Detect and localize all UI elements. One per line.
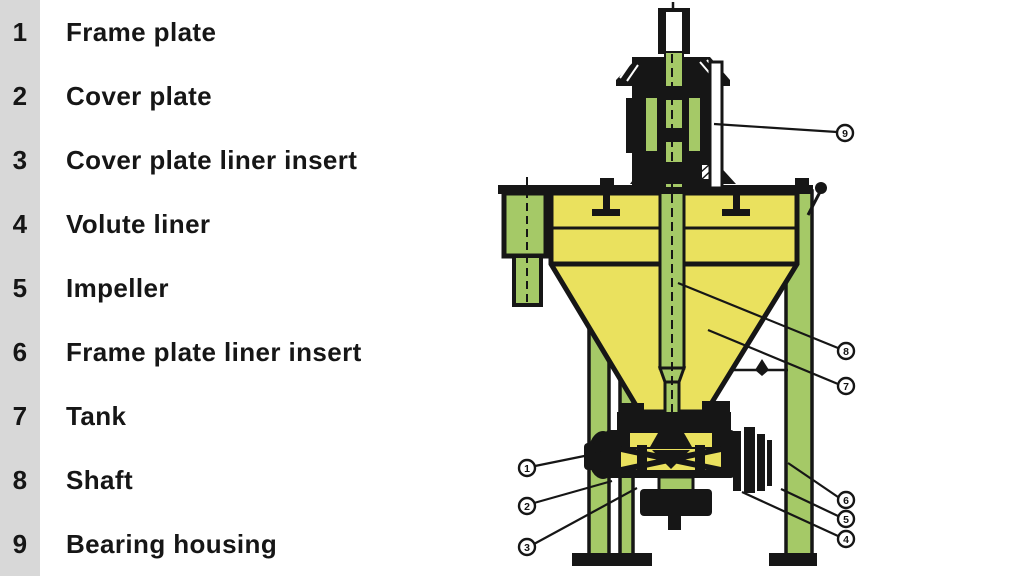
callout-number: 5 xyxy=(843,514,849,526)
part-number: 8 xyxy=(12,464,28,495)
inlet-post xyxy=(501,177,549,307)
parts-list: 1 Frame plate 2 Cover plate 3 Cover plat… xyxy=(0,0,480,576)
casing-top-flange xyxy=(617,412,731,430)
foot-left xyxy=(572,553,652,566)
part-row: 1 Frame plate xyxy=(0,0,480,64)
part-number: 5 xyxy=(12,272,28,303)
callout-3: 3 xyxy=(517,487,638,557)
callout-number: 6 xyxy=(843,495,849,507)
part-number: 7 xyxy=(12,400,28,431)
callout-number: 7 xyxy=(843,381,849,393)
part-number: 2 xyxy=(12,80,28,111)
suction-nub xyxy=(584,443,596,470)
pump-casing xyxy=(584,401,772,530)
part-row: 4 Volute liner xyxy=(0,192,480,256)
part-row: 2 Cover plate xyxy=(0,64,480,128)
drain-valve xyxy=(726,359,788,376)
callout-number: 1 xyxy=(524,463,530,475)
callout-4: 4 xyxy=(741,491,856,549)
hook-icon xyxy=(815,182,827,194)
part-label: Tank xyxy=(66,400,127,431)
bearing-right-stripe xyxy=(687,96,702,153)
part-label: Shaft xyxy=(66,464,133,495)
callout-number: 3 xyxy=(524,542,530,554)
callout-number: 9 xyxy=(842,128,848,140)
callout-6: 6 xyxy=(787,462,856,510)
part-row: 5 Impeller xyxy=(0,256,480,320)
part-row: 3 Cover plate liner insert xyxy=(0,128,480,192)
callouts: 1 2 3 4 5 xyxy=(517,122,856,557)
part-label: Cover plate liner insert xyxy=(66,144,358,175)
part-number: 3 xyxy=(12,144,28,175)
bearing-left-stripe xyxy=(644,96,659,153)
part-number: 1 xyxy=(12,16,28,47)
top-bar xyxy=(498,185,813,194)
callout-1: 1 xyxy=(517,450,605,478)
part-label: Volute liner xyxy=(66,208,211,239)
callout-5: 5 xyxy=(780,488,856,529)
bearing-housing xyxy=(616,2,736,190)
foot-right xyxy=(769,553,817,566)
part-row: 8 Shaft xyxy=(0,448,480,512)
callout-7: 7 xyxy=(707,328,856,396)
discharge-flange xyxy=(733,427,772,493)
part-number: 4 xyxy=(12,208,28,239)
part-number: 9 xyxy=(12,528,28,559)
part-label: Bearing housing xyxy=(66,528,278,559)
part-number: 6 xyxy=(12,336,28,367)
part-row: 9 Bearing housing xyxy=(0,512,480,576)
part-label: Cover plate xyxy=(66,80,213,111)
callout-8: 8 xyxy=(677,281,856,361)
part-row: 6 Frame plate liner insert xyxy=(0,320,480,384)
callout-2: 2 xyxy=(517,479,613,516)
callout-number: 2 xyxy=(524,501,530,513)
parts-number-strip xyxy=(0,0,40,576)
callout-number: 8 xyxy=(843,346,849,358)
part-label: Frame plate liner insert xyxy=(66,336,362,367)
top-frame xyxy=(498,178,827,216)
casing-pedestal xyxy=(640,489,712,516)
frame-feet xyxy=(572,553,817,566)
part-label: Frame plate xyxy=(66,16,217,47)
part-row: 7 Tank xyxy=(0,384,480,448)
part-label: Impeller xyxy=(66,272,169,303)
valve-diamond-icon xyxy=(755,359,769,376)
callout-number: 4 xyxy=(843,534,849,546)
impeller-vane xyxy=(652,450,690,469)
hanger-bolts xyxy=(592,191,750,216)
callout-9: 9 xyxy=(713,122,855,143)
